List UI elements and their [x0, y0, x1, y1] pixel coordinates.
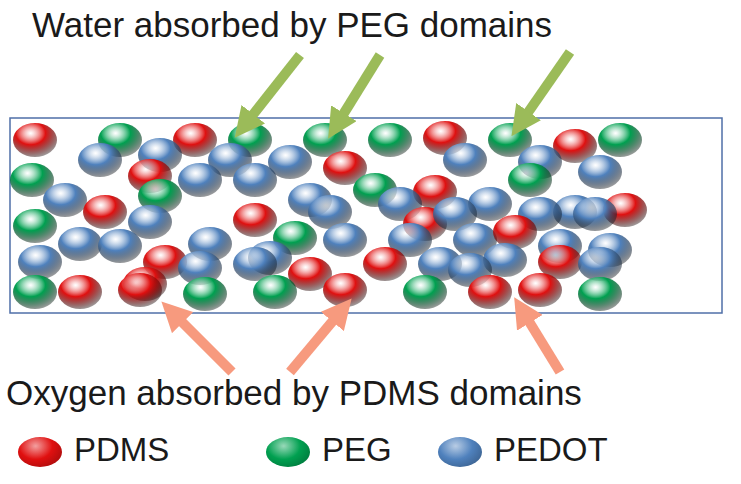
domain-sphere [518, 273, 562, 307]
domain-sphere [233, 163, 277, 197]
domain-sphere [323, 223, 367, 257]
legend-swatch [18, 437, 62, 467]
domain-sphere [13, 275, 57, 309]
domain-sphere [363, 247, 407, 281]
domain-spheres [10, 121, 647, 311]
domain-sphere [578, 247, 622, 281]
legend-label: PEG [322, 432, 392, 468]
domain-sphere [573, 197, 617, 231]
callout-label: Oxygen absorbed by PDMS domains [6, 374, 582, 413]
domain-sphere [323, 273, 367, 307]
legend-label: PDMS [74, 432, 169, 468]
domain-sphere [368, 123, 412, 157]
domain-sphere [598, 123, 642, 157]
domain-sphere [578, 155, 622, 189]
domain-sphere [18, 245, 62, 279]
film-box [10, 118, 722, 313]
domain-sphere [13, 209, 57, 243]
domain-sphere [443, 143, 487, 177]
domain-sphere [468, 275, 512, 309]
legend-swatch [266, 437, 310, 467]
oxygen-arrows [172, 310, 560, 372]
legend-swatch [438, 437, 482, 467]
domain-sphere [118, 273, 162, 307]
domain-sphere [178, 163, 222, 197]
domain-sphere [508, 163, 552, 197]
domain-sphere [183, 277, 227, 311]
legend-label: PEDOT [494, 432, 608, 468]
domain-sphere [233, 203, 277, 237]
domain-sphere [403, 275, 447, 309]
domain-sphere [253, 275, 297, 309]
domain-sphere [578, 277, 622, 311]
domain-sphere [83, 195, 127, 229]
callout-label: Water absorbed by PEG domains [32, 6, 552, 45]
domain-sphere [43, 183, 87, 217]
domain-sphere [58, 275, 102, 309]
domain-sphere [58, 227, 102, 261]
domain-sphere [13, 123, 57, 157]
domain-sphere [78, 143, 122, 177]
domain-sphere [98, 229, 142, 263]
water-arrows [244, 52, 570, 126]
